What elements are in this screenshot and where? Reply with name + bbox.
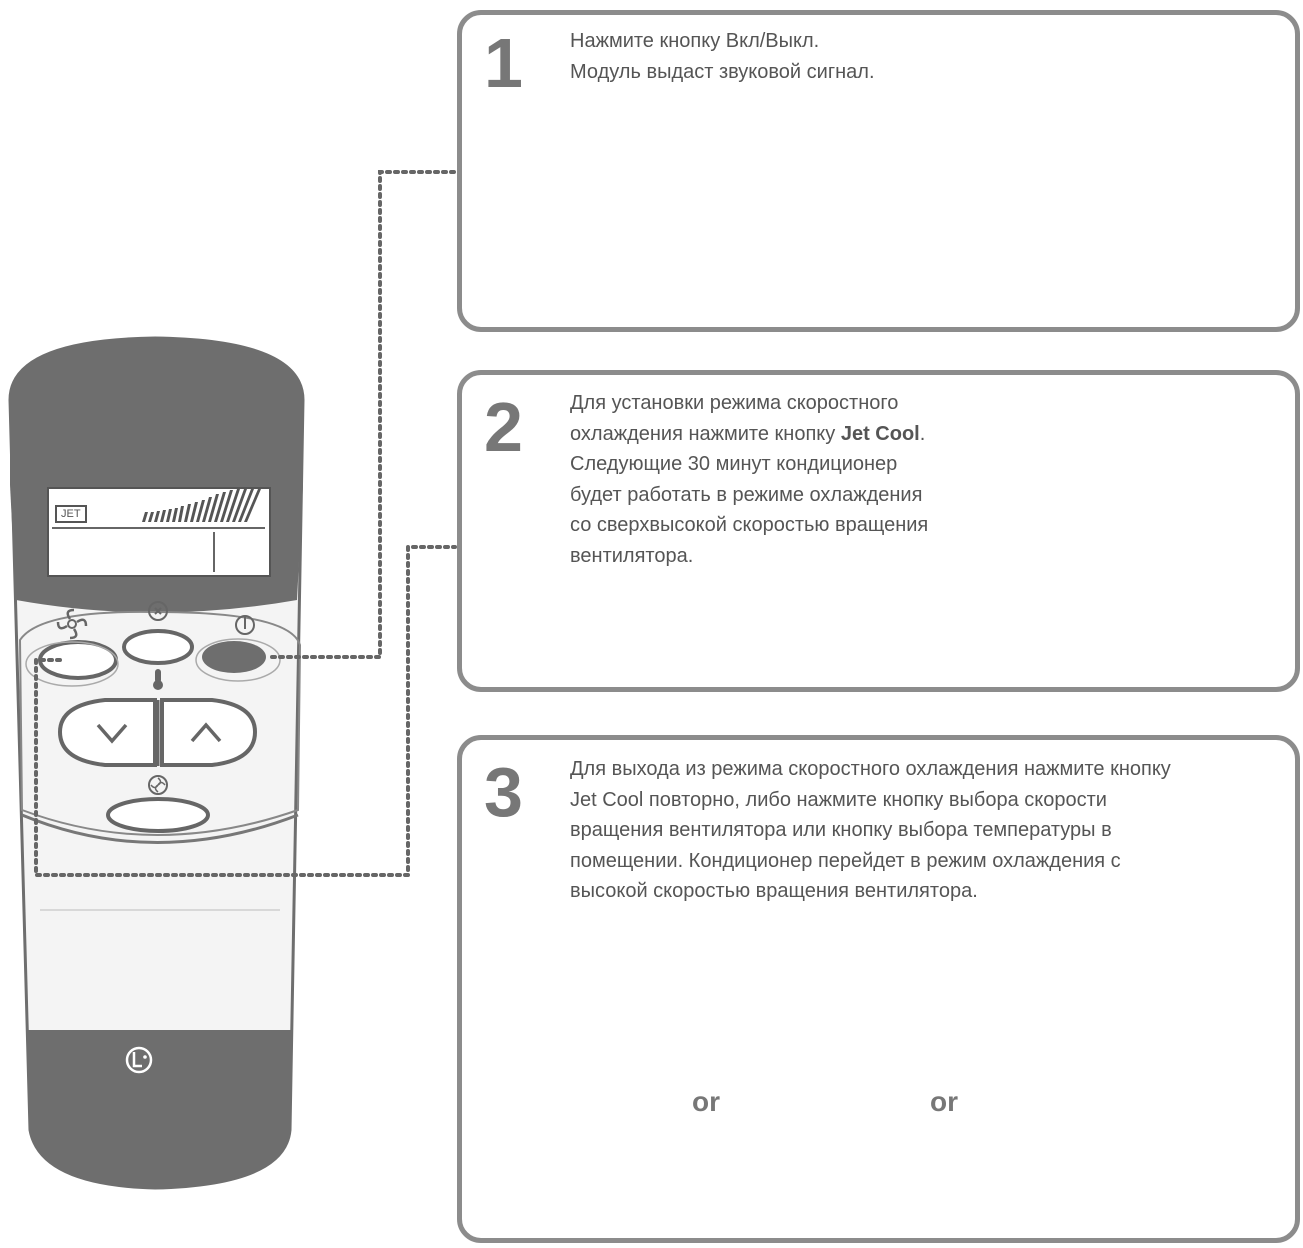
step-1-text: Нажмите кнопку Вкл/Выкл. Модуль выдаст з… xyxy=(570,26,875,87)
lg-logo-icon xyxy=(125,1046,153,1074)
step-2-line2-end: . xyxy=(919,422,926,445)
power-icon xyxy=(235,615,255,635)
remote-temp-rocker[interactable] xyxy=(57,698,258,767)
temperature-icon xyxy=(153,669,163,690)
step-2-box xyxy=(457,370,1300,692)
step-3-line: высокой скоростью вращения вентилятора. xyxy=(570,880,978,902)
step-2-text: Для установки режима скоростного охлажде… xyxy=(570,388,928,571)
step-3-box xyxy=(457,735,1300,1243)
step-3-text: Для выхода из режима скоростного охлажде… xyxy=(570,754,1171,907)
step-3-line: Для выхода из режима скоростного охлажде… xyxy=(570,758,1171,780)
jet-badge: JET xyxy=(55,505,87,523)
remote-control xyxy=(8,336,305,1190)
step-2-line2-plain: охлаждения нажмите кнопку xyxy=(570,422,841,445)
step-2-line: Для установки режима скоростного xyxy=(570,392,899,414)
or-label: or xyxy=(692,1086,720,1117)
jet-cool-label: Jet Cool xyxy=(840,422,920,445)
remote-jet-cool-button[interactable] xyxy=(25,640,119,687)
step-3-number: 3 xyxy=(484,753,523,831)
fan-speed-bars xyxy=(142,489,261,522)
step-1-box xyxy=(457,10,1300,332)
fan-speed-icon xyxy=(148,775,168,795)
step-3-line: Jet Cool повторно, либо нажмите кнопку в… xyxy=(570,788,1107,811)
remote-middle-button[interactable] xyxy=(122,629,194,665)
step-2-line: вентилятора. xyxy=(570,544,694,567)
lcd-display xyxy=(47,487,271,577)
remote-power-button[interactable] xyxy=(195,638,281,682)
step-2-line: Следующие 30 минут кондиционер xyxy=(570,453,898,475)
step-1-line: Нажмите кнопку Вкл/Выкл. xyxy=(570,30,820,52)
step-3-line: помещении. Кондиционер перейдет в режим … xyxy=(570,849,1121,872)
step-3-line: вращения вентилятора или кнопку выбора т… xyxy=(570,819,1112,841)
dotted-connectors xyxy=(34,170,457,877)
fan-mode-icon xyxy=(148,601,168,621)
step-1-line: Модуль выдаст звуковой сигнал. xyxy=(570,60,875,83)
remote-fan-speed-button[interactable] xyxy=(106,797,210,833)
step-2-number: 2 xyxy=(484,388,523,466)
step-2-line: охлаждения нажмите кнопку Jet Cool. xyxy=(570,419,928,450)
or-label: or xyxy=(930,1086,958,1117)
jet-cool-icon xyxy=(56,608,88,640)
step-2-line: со сверхвысокой скоростью вращения xyxy=(570,514,929,536)
step-1-number: 1 xyxy=(484,24,523,102)
step-2-line: будет работать в режиме охлаждения xyxy=(570,483,923,506)
